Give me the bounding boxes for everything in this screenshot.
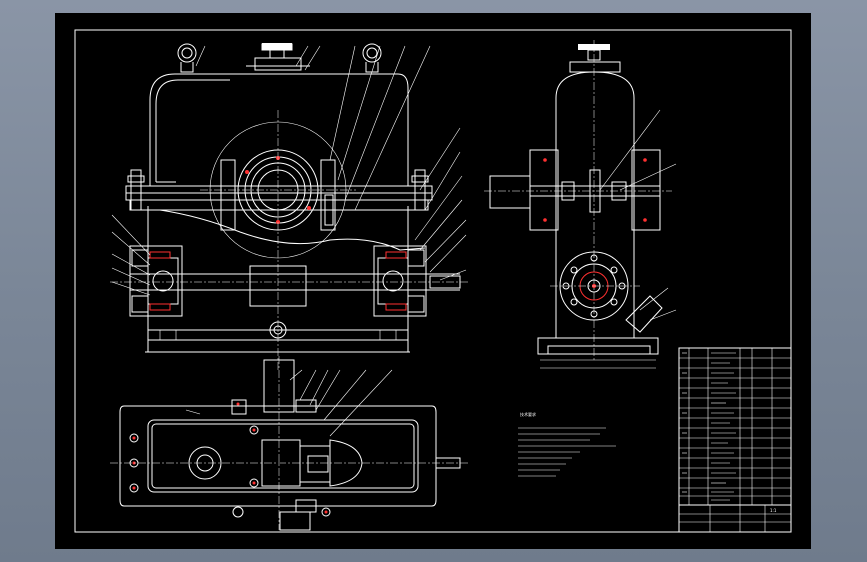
top-view — [110, 356, 470, 531]
flange-bolt-left — [127, 169, 145, 211]
technical-notes: 技术要求 — [518, 411, 616, 477]
lifting-eye-left — [177, 43, 197, 73]
drawing-sheet: 技术要求 — [55, 13, 811, 549]
drawing-canvas: 技术要求 — [74, 29, 792, 533]
drawing-border — [74, 29, 792, 533]
breather-cap — [246, 43, 310, 71]
housing-top-outline — [149, 73, 409, 186]
parts-list-table: 1:1 — [678, 347, 792, 533]
title-block-scale: 1:1 — [770, 508, 777, 513]
front-view — [110, 43, 470, 370]
top-housing-outline — [119, 405, 437, 507]
bearing-housing-right — [373, 245, 427, 317]
side-view — [484, 40, 677, 369]
worm-section — [249, 265, 307, 307]
flange-bolt-right — [411, 169, 429, 211]
lifting-eye-right — [362, 43, 382, 73]
notes-title: 技术要求 — [520, 411, 536, 417]
side-housing — [555, 71, 635, 339]
bolt-hole-marker — [245, 170, 249, 174]
bearing-housing-left — [129, 245, 183, 317]
